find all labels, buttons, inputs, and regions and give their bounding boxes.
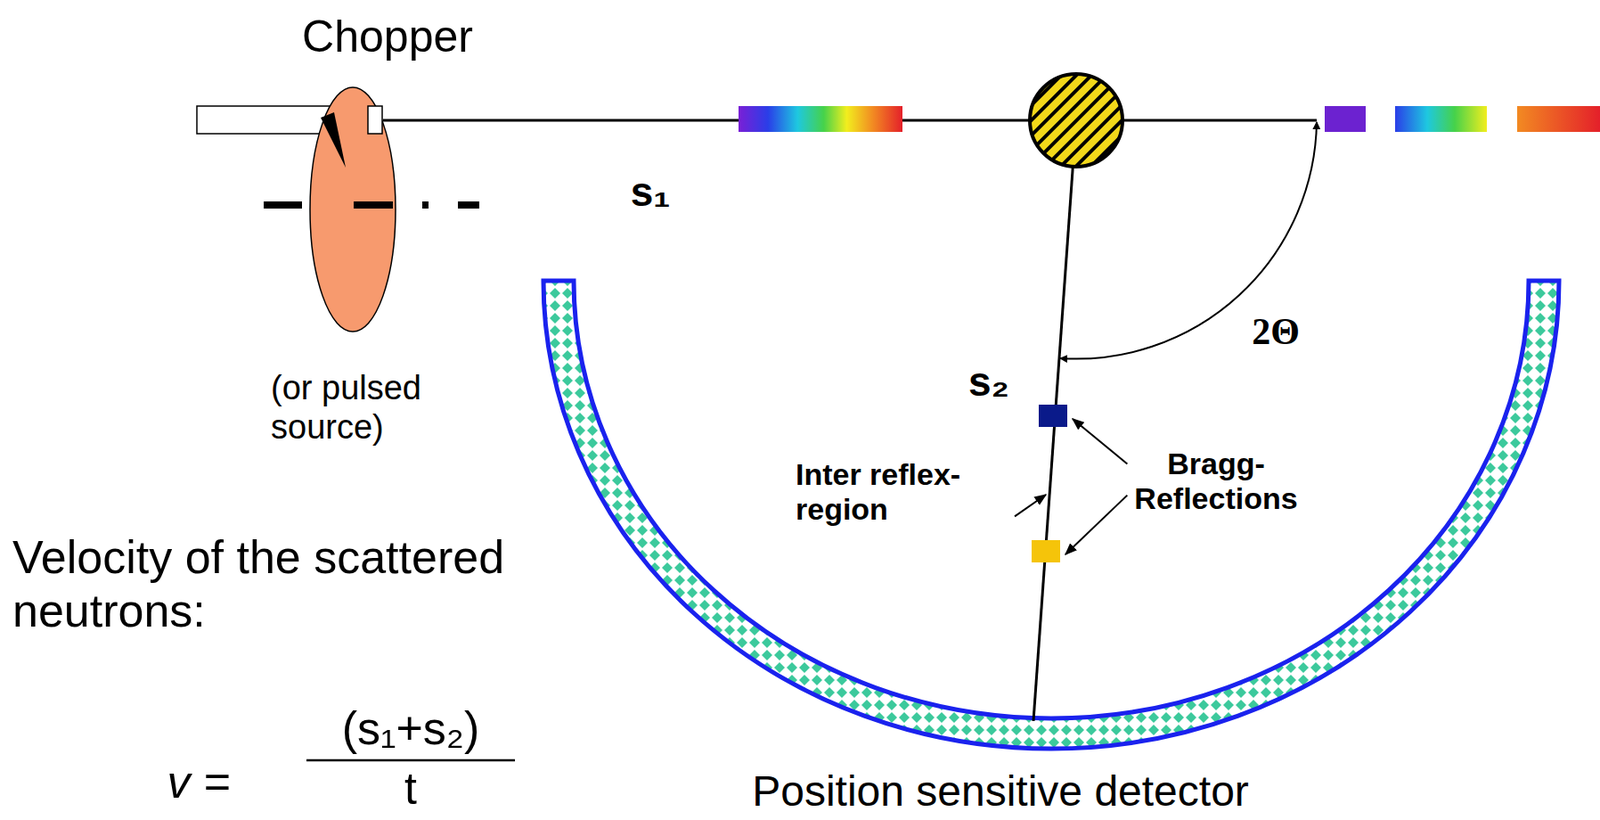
fraction-bar <box>306 759 515 762</box>
distance-label: s₁ <box>630 168 671 216</box>
neutron-pulse-middle <box>1395 106 1487 132</box>
neutron-pulse-red <box>1517 106 1600 132</box>
chopper-slit <box>320 112 346 168</box>
detector-label: Position sensitive detector <box>751 766 1249 816</box>
formula-denominator: t <box>404 763 417 816</box>
chopper-label: Chopper <box>302 11 474 64</box>
velocity-caption: Velocity of the scattered neutrons: <box>12 530 525 638</box>
pulse-dashes <box>263 201 480 209</box>
source-note: (or pulsed source) <box>270 368 476 447</box>
beam-guide <box>196 106 340 134</box>
angle-label: 2Θ <box>1251 310 1300 353</box>
bragg-label: Bragg- Reflections <box>1134 446 1298 516</box>
detector-band <box>543 280 1560 749</box>
chopper-disc <box>310 87 396 332</box>
scattered-beam <box>1033 120 1077 721</box>
inter-reflex-label: Inter reflex- region <box>795 457 1010 527</box>
bragg-reflection-yellow <box>1031 539 1061 563</box>
sample <box>1029 73 1123 167</box>
neutron-pulse <box>738 106 903 132</box>
bragg-reflection-blue <box>1038 404 1068 427</box>
angle-arc <box>1060 122 1317 360</box>
bragg-leader <box>1072 418 1127 464</box>
beam-guide-end <box>367 106 383 134</box>
formula-lhs: v = <box>167 755 231 809</box>
distance-label: s₂ <box>968 358 1010 406</box>
bragg-leader <box>1065 495 1127 555</box>
formula-numerator: (s₁+s₂) <box>342 702 481 756</box>
inter-reflex-leader <box>1014 494 1046 516</box>
neutron-pulse-violet <box>1324 106 1366 132</box>
